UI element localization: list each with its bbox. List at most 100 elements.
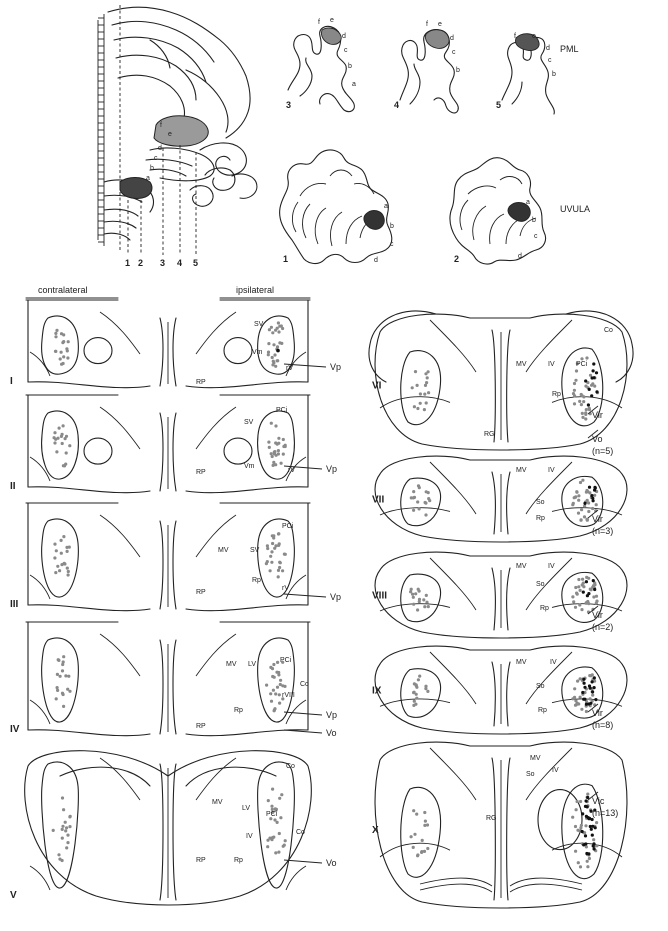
folium-letter: f: [318, 19, 320, 26]
labeled-neuron-dot: [589, 697, 592, 700]
labeled-neuron-dot: [593, 847, 596, 850]
labeled-neuron-dot: [271, 836, 274, 839]
region-label: MV: [226, 661, 237, 668]
labeled-neuron-dot: [272, 343, 275, 346]
folium-panel-2: [450, 158, 546, 264]
labeled-neuron-dot: [579, 826, 582, 829]
labeled-neuron-dot: [274, 544, 277, 547]
labeled-neuron-dot: [413, 405, 416, 408]
labeled-neuron-dot: [592, 579, 595, 582]
labeled-neuron-dot: [424, 820, 427, 823]
labeled-neuron-dot: [592, 844, 595, 847]
sample-size-label: (n=2): [592, 622, 613, 632]
labeled-neuron-dot: [273, 353, 276, 356]
sagittal-section-number: 3: [160, 258, 165, 268]
labeled-neuron-dot: [61, 442, 64, 445]
folium-letter: b: [348, 63, 352, 70]
labeled-neuron-dot: [574, 586, 577, 589]
section-X: MVSoIVRGVic(n=13)X: [372, 742, 627, 908]
shaded-lobule-ef: [154, 116, 208, 146]
labeled-neuron-dot: [585, 799, 588, 802]
labeled-neuron-dot: [283, 553, 286, 556]
callout-label: Vo: [592, 434, 603, 444]
labeled-neuron-dot: [586, 865, 589, 868]
labeled-neuron-dot: [61, 796, 64, 799]
labeled-neuron-dot: [582, 591, 585, 594]
labeled-neuron-dot: [595, 371, 598, 374]
labeled-neuron-dot: [585, 408, 588, 411]
labeled-neuron-dot: [269, 692, 272, 695]
labeled-neuron-dot: [414, 592, 417, 595]
labeled-neuron-dot: [65, 846, 68, 849]
labeled-neuron-dot: [416, 500, 419, 503]
region-label: MV: [218, 547, 229, 554]
labeled-neuron-dot: [415, 693, 418, 696]
labeled-neuron-dot: [62, 808, 65, 811]
section-VIII: MVIVSoRpVir(n=2)VIII: [372, 552, 627, 638]
labeled-neuron-dot: [59, 357, 62, 360]
labeled-neuron-dot: [277, 442, 280, 445]
labeled-neuron-dot: [410, 496, 413, 499]
labeled-neuron-dot: [423, 811, 426, 814]
labeled-neuron-dot: [277, 851, 280, 854]
labeled-neuron-dot: [270, 700, 273, 703]
labeled-neuron-dot: [583, 686, 586, 689]
folium-letter: e: [438, 21, 442, 28]
labeled-neuron-dot: [425, 601, 428, 604]
labeled-neuron-dot: [594, 698, 597, 701]
region-label: IV: [246, 833, 253, 840]
labeled-neuron-dot: [66, 349, 69, 352]
labeled-neuron-dot: [417, 588, 420, 591]
labeled-neuron-dot: [585, 580, 588, 583]
folium-number: 1: [283, 254, 288, 264]
folium-letter: e: [330, 17, 334, 24]
labeled-neuron-dot: [61, 692, 64, 695]
labeled-neuron-dot: [56, 565, 59, 568]
labeled-neuron-dot: [67, 573, 70, 576]
labeled-neuron-dot: [584, 417, 587, 420]
labeled-neuron-dot: [587, 510, 590, 513]
labeled-neuron-dot: [413, 496, 416, 499]
labeled-neuron-dot: [588, 407, 591, 410]
labeled-neuron-dot: [577, 702, 580, 705]
region-label: Co: [286, 763, 295, 770]
labeled-neuron-dot: [588, 674, 591, 677]
labeled-neuron-dot: [418, 600, 421, 603]
sagittal-section-number: 5: [193, 258, 198, 268]
labeled-neuron-dot: [57, 658, 60, 661]
labeled-neuron-dot: [419, 392, 422, 395]
labeled-neuron-dot: [55, 697, 58, 700]
labeled-neuron-dot: [54, 438, 57, 441]
labeled-neuron-dot: [424, 513, 427, 516]
sagittal-section-number: 2: [138, 258, 143, 268]
folium-letter: b: [552, 71, 556, 78]
labeled-neuron-dot: [278, 693, 281, 696]
sample-size-label: (n=8): [592, 720, 613, 730]
labeled-neuron-dot: [586, 594, 589, 597]
labeled-neuron-dot: [266, 845, 269, 848]
labeled-neuron-dot: [423, 393, 426, 396]
labeled-neuron-dot: [282, 845, 285, 848]
labeled-neuron-dot: [575, 491, 578, 494]
labeled-neuron-dot: [427, 391, 430, 394]
region-label: So: [536, 499, 545, 506]
labeled-neuron-dot: [427, 605, 430, 608]
labeled-neuron-dot: [589, 825, 592, 828]
labeled-neuron-dot: [271, 788, 274, 791]
labeled-neuron-dot: [66, 688, 69, 691]
labeled-neuron-dot: [276, 345, 279, 348]
region-label: LV: [248, 661, 256, 668]
labeled-neuron-dot: [53, 543, 56, 546]
labeled-neuron-dot: [424, 372, 427, 375]
section-V: CoMVLVPCiIVCoRPRpVoV: [10, 751, 337, 905]
labeled-neuron-dot: [592, 362, 595, 365]
region-label: Co: [604, 327, 613, 334]
folium-letter: c: [390, 241, 394, 248]
labeled-neuron-dot: [61, 828, 64, 831]
labeled-neuron-dot: [273, 676, 276, 679]
contralateral-header: contralateral: [38, 285, 88, 295]
labeled-neuron-dot: [274, 463, 277, 466]
folium-panel-1: [280, 150, 392, 263]
labeled-neuron-dot: [282, 438, 285, 441]
